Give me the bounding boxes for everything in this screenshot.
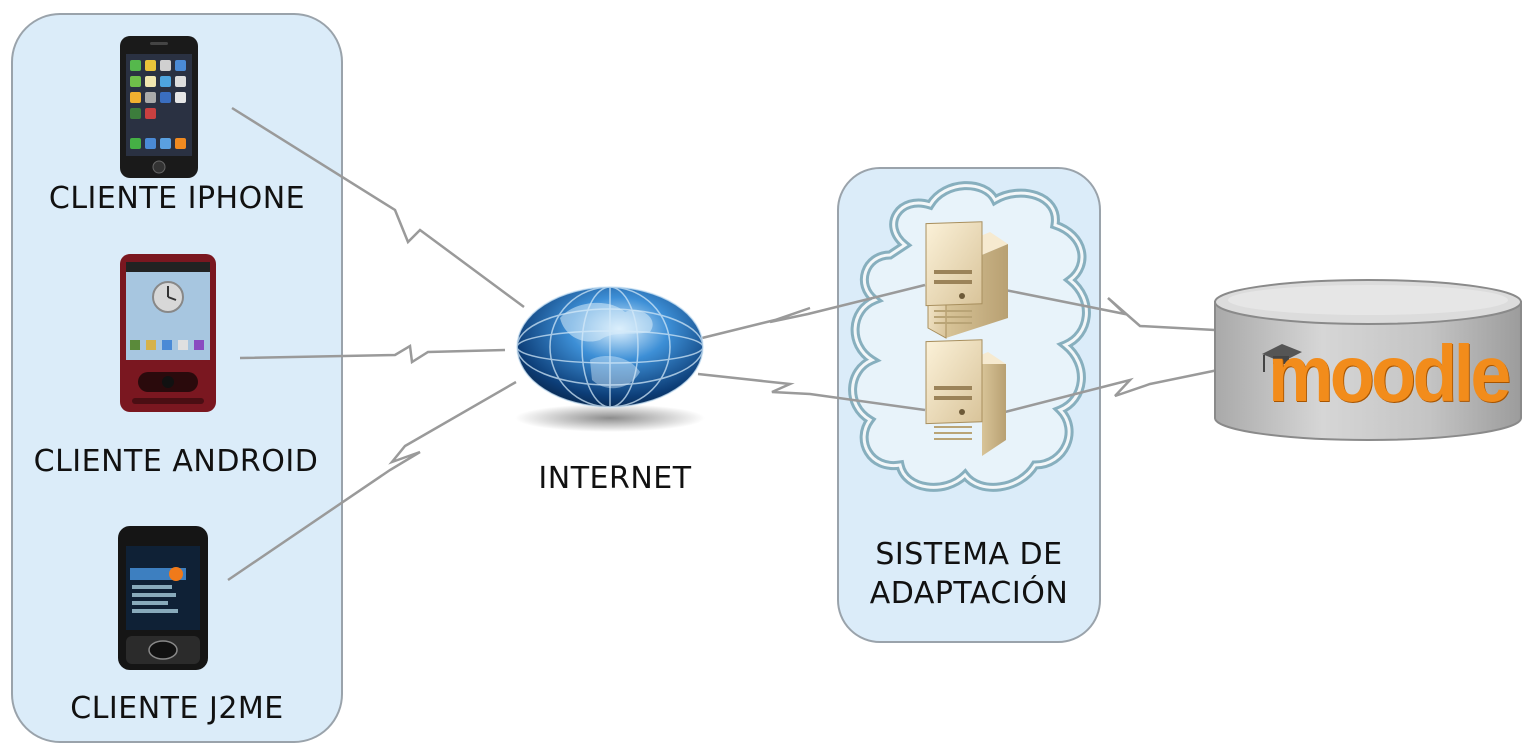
moodle-database-icon	[1214, 279, 1522, 441]
link-j2me-internet	[227, 380, 517, 582]
iphone-icon	[120, 36, 198, 178]
server-icon-1	[925, 221, 1008, 339]
internet-label: INTERNET	[538, 461, 692, 496]
cloud-icon	[848, 181, 1091, 492]
iphone-client-label: CLIENTE IPHONE	[48, 181, 306, 216]
graduation-cap-icon	[1262, 344, 1302, 372]
link-server2-moodle	[1004, 368, 1219, 414]
globe-internet-icon	[515, 286, 705, 432]
moodle-logo-text: moodle	[1268, 329, 1511, 418]
j2me-client-label: CLIENTE J2ME	[70, 691, 284, 726]
link-internet-server2	[697, 372, 926, 412]
android-phone-icon	[120, 254, 216, 412]
adaptation-system-label-line2: ADAPTACIÓN	[869, 576, 1069, 611]
link-internet-server1	[701, 283, 926, 340]
link-server1-moodle	[1004, 288, 1216, 332]
link-iphone-internet	[231, 106, 525, 309]
link-android-internet	[239, 343, 506, 365]
adaptation-system-label-line1: SISTEMA DE	[875, 537, 1063, 572]
android-client-label: CLIENTE ANDROID	[33, 444, 319, 479]
server-icon-2	[925, 339, 1006, 456]
j2me-phone-icon	[118, 526, 208, 670]
